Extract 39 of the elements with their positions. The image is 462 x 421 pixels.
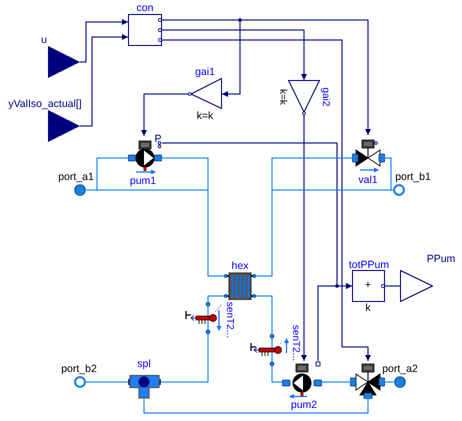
pipe-line [384,158,394,190]
parameter-label: k=k [196,110,214,122]
component-name: spl [137,358,151,370]
parameter-label: k [365,302,371,314]
connector-name: u [41,34,47,46]
port-label: port_b2 [61,364,97,374]
connector-name: P [154,134,162,144]
arrow [80,19,128,62]
component-name: senT2... [224,302,234,338]
parameter-label: k=k [277,89,287,105]
component-name: totPPum [348,260,390,270]
component-name: pum2 [290,400,318,410]
port-label: port_b1 [395,172,431,182]
component-name: pum1 [130,176,156,186]
arrow [80,34,128,126]
connector-name: yValIso_actual[] [8,98,82,110]
component-name: con [136,2,154,14]
arrow [162,40,371,362]
pipe-line [272,366,282,382]
component-name: gai1 [195,66,215,78]
pipe-line [256,190,394,276]
component-name: senT2... [290,324,300,362]
pipe-line [86,190,224,276]
pipe-line [208,296,224,302]
component-name: gai2 [320,88,330,106]
arrow [162,30,307,80]
arrow [318,283,352,362]
arrow [162,20,240,97]
arrow [141,94,188,136]
component-name: val1 [358,174,378,186]
connector-name: PPum [426,254,456,264]
arrow [301,114,307,362]
pipe-line [144,398,368,414]
port-label: port_a2 [382,364,418,374]
component-name: hex [232,260,248,272]
port-label: port_a1 [58,172,94,182]
pipe-line [256,296,272,334]
pipe-line [160,334,208,382]
sum-sign: + [364,280,372,290]
